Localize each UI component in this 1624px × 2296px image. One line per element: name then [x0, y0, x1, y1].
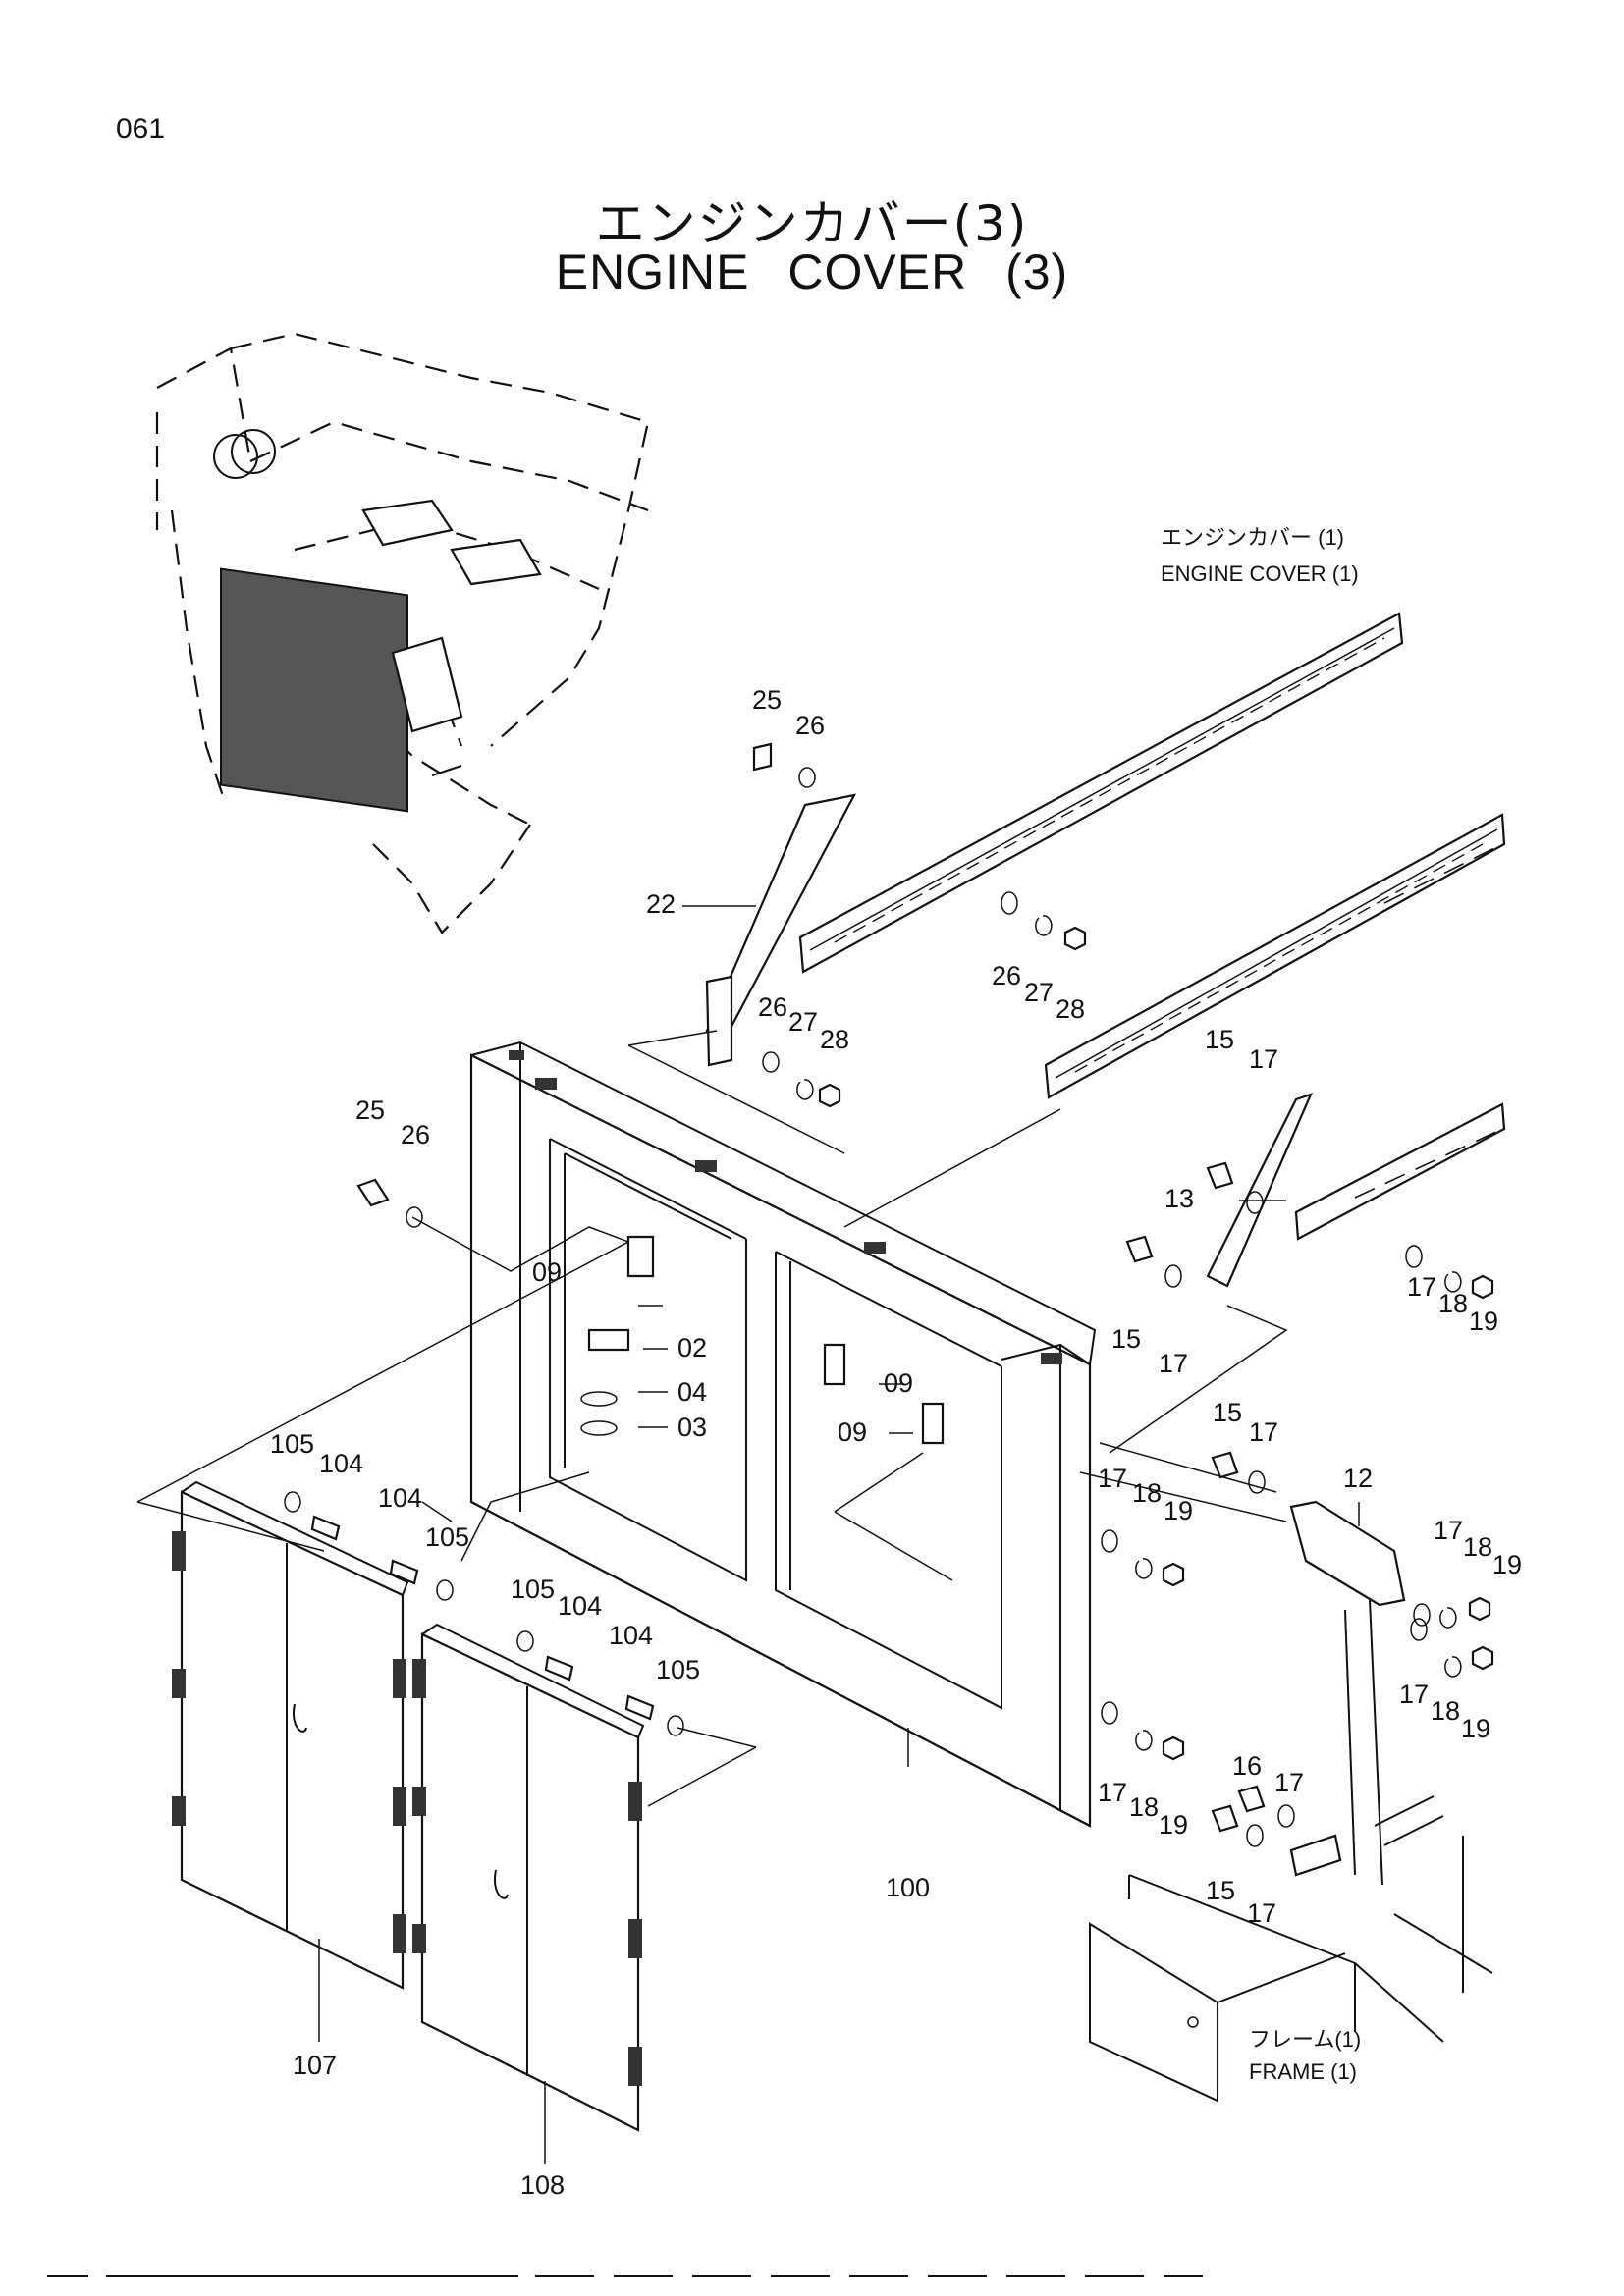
- fastener-hardware: [284, 742, 1494, 1847]
- callout-labels: 25 26 22 26 27 28 26 27 28 25 26 09 02 0…: [270, 685, 1522, 2200]
- callout-19: 19: [1164, 1496, 1193, 1525]
- stay-part-12: [1289, 1500, 1406, 1886]
- footer-rule-segment: [928, 2275, 987, 2277]
- callout-15: 15: [1205, 1025, 1234, 1054]
- callout-25: 25: [752, 685, 782, 715]
- callout-104: 104: [319, 1449, 363, 1478]
- callout-19: 19: [1461, 1714, 1490, 1743]
- callout-105: 105: [511, 1575, 555, 1604]
- callout-13: 13: [1164, 1184, 1194, 1213]
- callout-25: 25: [355, 1095, 385, 1125]
- callout-17: 17: [1098, 1464, 1127, 1493]
- callout-28: 28: [1056, 994, 1085, 1024]
- callout-100: 100: [886, 1873, 930, 1902]
- callout-19: 19: [1159, 1810, 1188, 1840]
- callout-09: 09: [884, 1368, 913, 1398]
- engine-cover-rail-upper: [798, 612, 1404, 974]
- callout-17: 17: [1434, 1516, 1463, 1545]
- stay-part-22: [705, 793, 857, 1067]
- callout-19: 19: [1492, 1550, 1522, 1579]
- radiator-frame-part-100: [469, 1041, 1097, 1828]
- footer-rule-segment: [535, 2275, 594, 2277]
- callout-18: 18: [1438, 1289, 1468, 1318]
- callout-02: 02: [677, 1333, 707, 1362]
- callout-17: 17: [1249, 1417, 1278, 1447]
- callout-26: 26: [795, 711, 825, 740]
- callout-09: 09: [838, 1417, 867, 1447]
- callout-104: 104: [378, 1483, 422, 1513]
- callout-17: 17: [1274, 1768, 1304, 1797]
- callout-18: 18: [1129, 1792, 1159, 1822]
- callout-105: 105: [656, 1655, 700, 1684]
- callout-17: 17: [1399, 1680, 1429, 1709]
- reference-labels: エンジンカバー (1) ENGINE COVER (1) フレーム(1) FRA…: [1161, 525, 1361, 2084]
- page-title-english: ENGINE COVER (3): [555, 244, 1069, 299]
- callout-26: 26: [758, 992, 787, 1022]
- engine-cover-rail-lower: [1044, 813, 1506, 1099]
- callout-15: 15: [1111, 1324, 1141, 1354]
- callout-27: 27: [788, 1007, 818, 1037]
- footer-rule-segment: [692, 2275, 751, 2277]
- callout-28: 28: [820, 1025, 849, 1054]
- callout-27: 27: [1024, 978, 1054, 1007]
- callout-17: 17: [1249, 1044, 1278, 1074]
- callout-15: 15: [1206, 1876, 1235, 1905]
- stay-part-13: [1206, 1093, 1313, 1288]
- engine-cover-rail-right: [1294, 1102, 1506, 1241]
- page-number: 061: [116, 113, 166, 145]
- callout-12: 12: [1343, 1464, 1373, 1493]
- callout-17: 17: [1247, 1898, 1276, 1928]
- frame-reference-outline: [1089, 1795, 1493, 2103]
- footer-rule-segment: [106, 2275, 518, 2277]
- callout-leader-lines: [318, 905, 1360, 2164]
- footer-rule-segment: [47, 2275, 88, 2277]
- callout-19: 19: [1469, 1307, 1498, 1336]
- callout-18: 18: [1132, 1478, 1162, 1508]
- engine-cover-ref-en: ENGINE COVER (1): [1161, 561, 1359, 586]
- callout-18: 18: [1463, 1532, 1492, 1562]
- engine-cover-ref-jp: エンジンカバー (1): [1161, 525, 1344, 550]
- footer-rule-segment: [1006, 2275, 1065, 2277]
- footer-rule-segment: [771, 2275, 830, 2277]
- frame-ref-en: FRAME (1): [1249, 2059, 1357, 2084]
- callout-26: 26: [992, 961, 1021, 990]
- callout-17: 17: [1098, 1778, 1127, 1807]
- callout-104: 104: [558, 1591, 602, 1621]
- callout-03: 03: [677, 1413, 707, 1442]
- callout-22: 22: [646, 889, 676, 919]
- footer-rule-segment: [614, 2275, 673, 2277]
- callout-108: 108: [520, 2170, 565, 2200]
- callout-04: 04: [677, 1377, 707, 1407]
- door-part-107: [172, 1480, 409, 1990]
- callout-105: 105: [270, 1429, 314, 1459]
- callout-15: 15: [1213, 1398, 1242, 1427]
- frame-ref-jp: フレーム(1): [1249, 2027, 1361, 2052]
- callout-16: 16: [1232, 1751, 1262, 1781]
- callout-26: 26: [401, 1120, 430, 1149]
- page-title-japanese: エンジンカバー(3): [595, 195, 1029, 252]
- assembly-guide-lines: [136, 1030, 1288, 1807]
- door-part-108: [412, 1623, 645, 2132]
- footer-rule-segment: [849, 2275, 908, 2277]
- callout-18: 18: [1431, 1696, 1460, 1726]
- callout-107: 107: [293, 2051, 337, 2080]
- footer-rule-segment: [1085, 2275, 1144, 2277]
- callout-105: 105: [425, 1522, 469, 1552]
- callout-09: 09: [532, 1257, 562, 1287]
- callout-104: 104: [609, 1621, 653, 1650]
- footer-rule-segment: [1164, 2275, 1203, 2277]
- callout-17: 17: [1407, 1272, 1436, 1302]
- callout-17: 17: [1159, 1349, 1188, 1378]
- engine-overview-illustration: [155, 332, 650, 934]
